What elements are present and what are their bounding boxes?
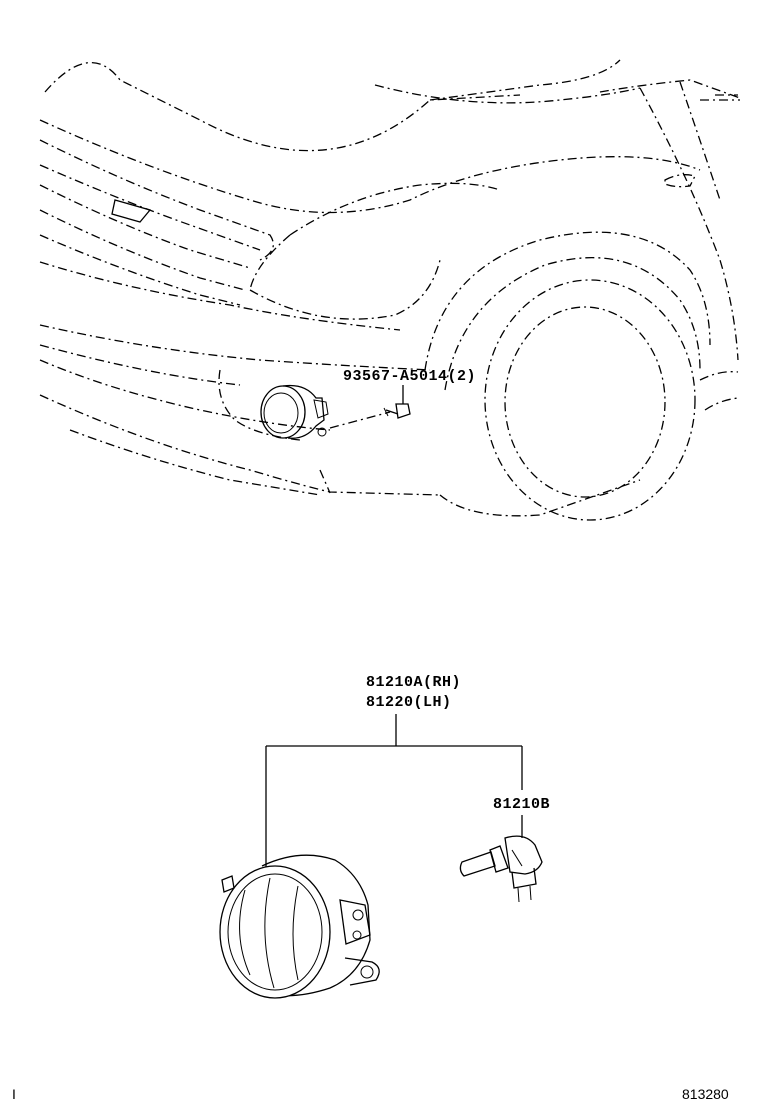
diagram-number: 813280 [682, 1086, 729, 1102]
callout-bulb-part-number: 81210B [493, 796, 551, 813]
callout-foglamp-rh-part-number: 81210A(RH) [366, 674, 462, 691]
callout-foglamp-lh-part-number: 81220(LH) [366, 694, 452, 711]
foglamp-assembly-icon [219, 854, 380, 999]
callout-bolt-part-number: 93567-A5014(2) [343, 368, 477, 385]
leader-lines [265, 714, 523, 872]
bulb-icon [459, 835, 543, 903]
vehicle-front-outline [39, 59, 741, 521]
bolt-icon [329, 385, 411, 429]
installed-foglamp-icon [260, 384, 329, 439]
footer-left-mark: I [12, 1086, 16, 1102]
